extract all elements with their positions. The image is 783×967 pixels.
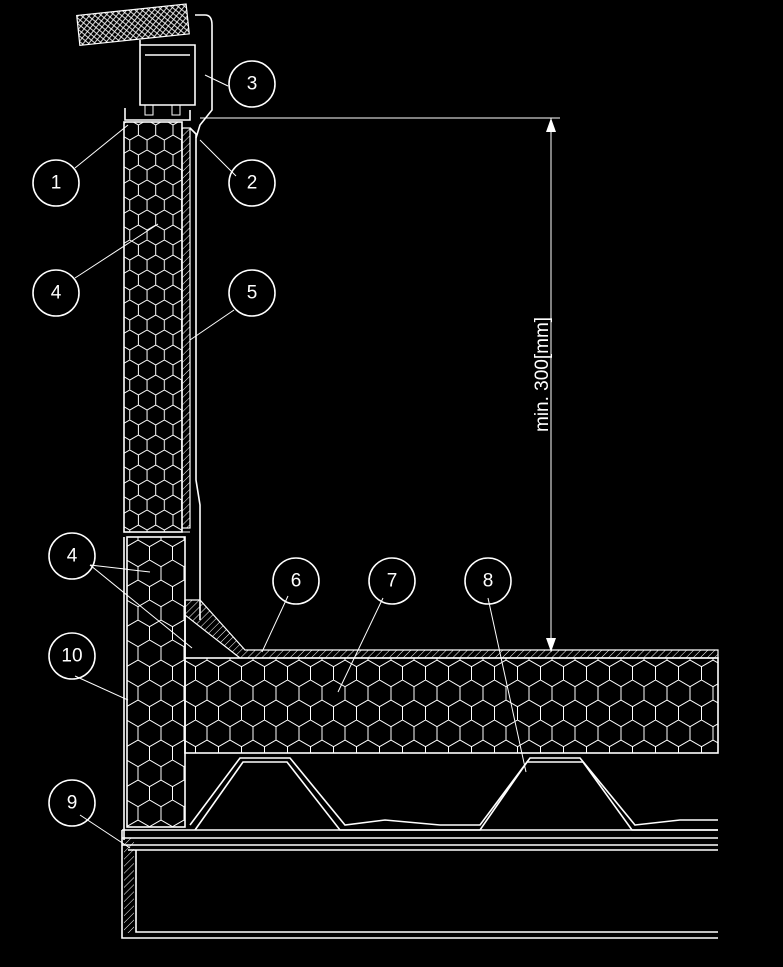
callout-8: 8 [464,557,512,605]
svg-text:4: 4 [51,283,62,304]
trapezoidal-deck [189,757,718,831]
callout-4-upper: 4 [32,269,80,317]
base-structure [121,829,718,939]
callout-2: 2 [228,159,276,207]
coping-profile [76,3,213,139]
svg-text:8: 8 [483,571,494,592]
dimension-min-300 [200,117,560,652]
roof-build-up [184,599,719,754]
callout-4-lower: 4 [48,532,96,580]
upper-wall-panel [123,121,201,620]
callout-6: 6 [272,557,320,605]
leader-lines [74,74,527,849]
svg-text:10: 10 [61,646,82,667]
callout-9: 9 [48,779,96,827]
callout-3: 3 [228,60,276,108]
callout-5: 5 [228,269,276,317]
lower-wall-panel [123,536,186,840]
callout-7: 7 [368,557,416,605]
callout-10: 10 [48,632,96,680]
svg-text:1: 1 [51,173,62,194]
dimension-label: min. 300[mm] [532,317,553,432]
svg-text:6: 6 [291,571,302,592]
svg-text:5: 5 [247,283,258,304]
svg-text:2: 2 [247,173,258,194]
svg-text:7: 7 [387,571,398,592]
svg-text:9: 9 [67,793,78,814]
callout-1: 1 [32,159,80,207]
svg-text:3: 3 [247,74,258,95]
svg-text:4: 4 [67,546,78,567]
